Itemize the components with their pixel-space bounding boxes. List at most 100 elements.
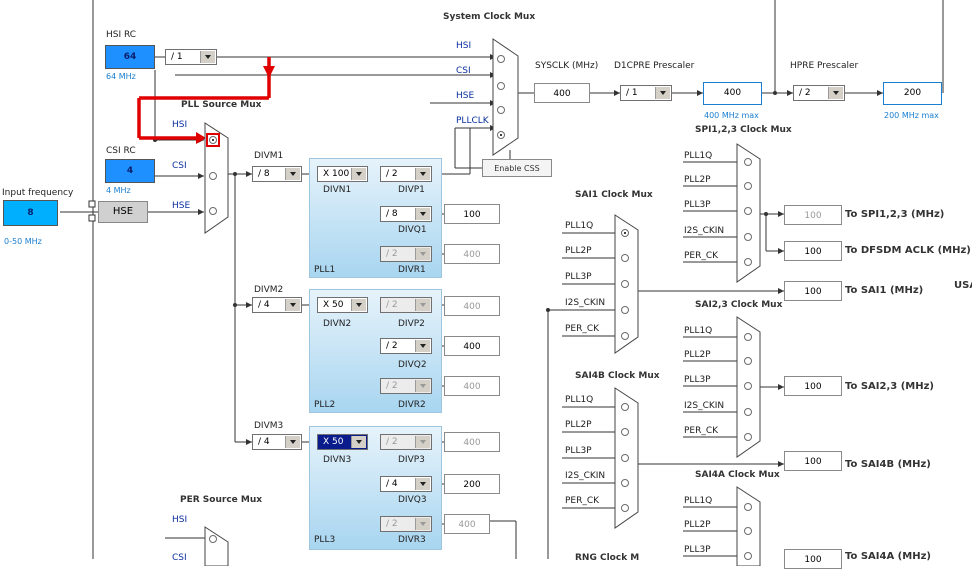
pllsrc-radio-csi[interactable] [209,172,217,180]
divm1-select[interactable]: / 8 [252,166,302,182]
chevron-down-icon [828,87,843,99]
pll3-q-output[interactable]: 200 [444,474,500,494]
sai23-output[interactable]: 100 [784,376,842,396]
sysclk-radio-hsi[interactable] [497,55,505,63]
system-clock-mux [492,38,520,156]
sai1-radio-pll2p[interactable] [621,254,629,262]
pllmux-hse-label: HSE [172,201,191,211]
sai4b-radio-i2s[interactable] [621,479,629,487]
divp1-select[interactable]: / 2 [380,166,432,182]
divr2-select[interactable]: / 2 [380,378,432,394]
divm1-label: DIVM1 [254,151,284,161]
sai4a-in-pll1q: PLL1Q [684,496,713,506]
sai23-radio-i2s[interactable] [744,408,752,416]
spi-radio-per[interactable] [744,258,752,266]
divn2-select[interactable]: X 50 [317,297,368,313]
chevron-down-icon [415,518,430,530]
dfsdm-output-label: To DFSDM ACLK (MHz) [845,245,971,256]
spi-radio-pll1q[interactable] [744,158,752,166]
sai4b-radio-per[interactable] [621,504,629,512]
sai4a-radio-pll2p[interactable] [744,527,752,535]
pll3-p-output[interactable]: 400 [444,432,500,452]
divr3-select[interactable]: / 2 [380,516,432,532]
sai4b-radio-pll1q[interactable] [621,403,629,411]
persrc-hsi-label: HSI [172,515,188,525]
divq2-select[interactable]: / 2 [380,338,432,354]
divr3-label: DIVR3 [398,535,426,545]
hsi-divider-select[interactable]: / 1 [165,49,217,65]
sysclk-radio-hse[interactable] [497,106,505,114]
chevron-down-icon [415,478,430,490]
csi-rc-field[interactable]: 4 [105,159,155,183]
per-source-mux [204,526,230,566]
spi123-output[interactable]: 100 [784,205,842,225]
pll1-q-output[interactable]: 100 [444,204,500,224]
spi-radio-pll3p[interactable] [744,207,752,215]
hsi-rc-field[interactable]: 64 [105,45,155,69]
divq1-select[interactable]: / 8 [380,206,432,222]
pll2-r-output[interactable]: 400 [444,376,500,396]
persrc-radio-hsi[interactable] [209,535,217,543]
chevron-down-icon [200,51,215,63]
hpre-output-value[interactable]: 200 [883,82,942,105]
spi-in-pll2p: PLL2P [684,175,711,185]
divn3-select[interactable]: X 50 [317,434,368,450]
sai4a-in-pll2p: PLL2P [684,520,711,530]
sai23-radio-pll3p[interactable] [744,382,752,390]
pllsrc-radio-hse[interactable] [209,207,217,215]
pll2-q-output[interactable]: 400 [444,336,500,356]
divn1-select[interactable]: X 100 [317,166,368,182]
sai1-output[interactable]: 100 [784,281,842,301]
sysclk-radio-csi[interactable] [497,82,505,90]
per-source-mux-title: PER Source Mux [180,495,263,505]
spi-in-pll3p: PLL3P [684,200,711,210]
sai23-radio-per[interactable] [744,433,752,441]
divm3-select[interactable]: / 4 [252,434,302,450]
sai4b-in-per: PER_CK [565,496,600,506]
sai4b-radio-pll2p[interactable] [621,428,629,436]
sysclk-radio-pllclk[interactable] [497,131,505,139]
divp3-select[interactable]: / 2 [380,434,432,450]
d1cpre-title: D1CPRE Prescaler [614,61,695,71]
sai4b-output[interactable]: 100 [784,451,842,471]
sai23-radio-pll1q[interactable] [744,333,752,341]
divr1-select[interactable]: / 2 [380,246,432,262]
divm2-select[interactable]: / 4 [252,297,302,313]
pll3-label: PLL3 [314,535,336,545]
input-frequency-field[interactable]: 8 [3,200,58,226]
sai1-radio-i2s[interactable] [621,306,629,314]
sai4a-output[interactable]: 100 [784,549,842,569]
sai1-radio-per[interactable] [621,332,629,340]
sai4a-radio-pll1q[interactable] [744,503,752,511]
sysclk-value[interactable]: 400 [534,83,590,103]
spi-radio-i2s[interactable] [744,233,752,241]
hsi-rc-freq: 64 MHz [106,72,136,81]
divn3-label: DIVN3 [323,455,352,465]
sai23-radio-pll2p[interactable] [744,357,752,365]
sysclk-title: SYSCLK (MHz) [535,61,599,71]
sai1-radio-pll1q[interactable] [621,229,629,237]
pll2-p-output[interactable]: 400 [444,296,500,316]
chevron-down-icon [351,168,366,180]
sai4b-radio-pll3p[interactable] [621,454,629,462]
pllsrc-radio-hsi[interactable] [209,136,217,144]
spi-radio-pll2p[interactable] [744,182,752,190]
divp2-label: DIVP2 [398,319,425,329]
pll1-r-output[interactable]: 400 [444,244,500,264]
hpre-select[interactable]: / 2 [793,85,845,101]
divp2-select[interactable]: / 2 [380,297,432,313]
dfsdm-output[interactable]: 100 [784,241,842,261]
pll3-r-output[interactable]: 400 [444,514,490,534]
sai1-in-pll3p: PLL3P [565,272,592,282]
chevron-down-icon [285,299,300,311]
d1-output-value[interactable]: 400 [703,82,762,105]
sai1-radio-pll3p[interactable] [621,280,629,288]
usart-partial-label: USA [954,280,972,291]
divq3-select[interactable]: / 4 [380,476,432,492]
pll-source-mux [204,122,230,234]
sai4a-output-label: To SAI4A (MHz) [845,551,931,562]
d1cpre-select[interactable]: / 1 [620,85,672,101]
divm3-label: DIVM3 [254,421,284,431]
enable-css-button[interactable]: Enable CSS [482,159,552,177]
divq3-label: DIVQ3 [398,495,427,505]
